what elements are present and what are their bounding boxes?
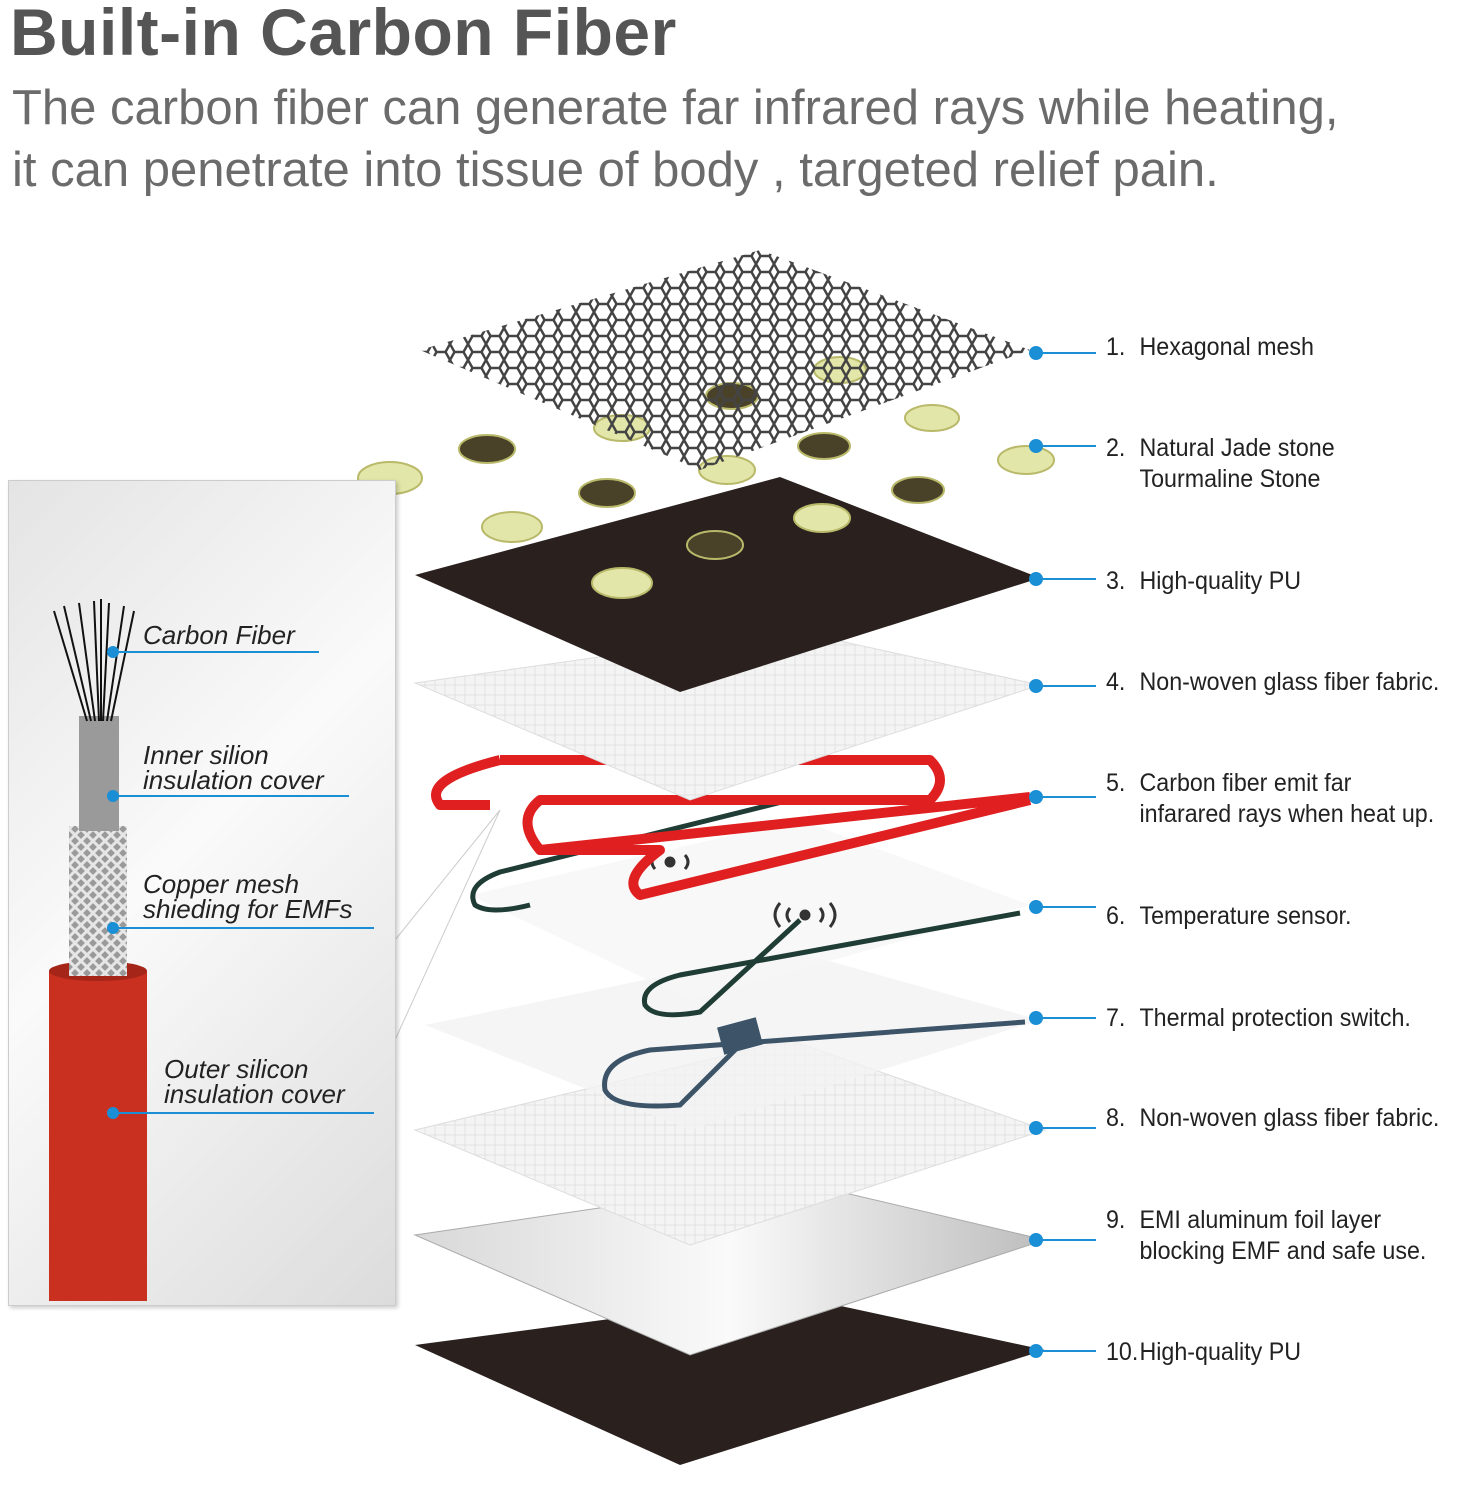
- inner-insulation: [79, 716, 119, 831]
- outer-silicon: [49, 971, 147, 1301]
- thermal-switch-icon: [717, 1017, 763, 1055]
- label-6: 6.Temperature sensor.: [1106, 902, 1352, 930]
- label-10: 10.High-quality PU: [1106, 1338, 1302, 1366]
- subtitle-line-2: it can penetrate into tissue of body , t…: [12, 143, 1219, 197]
- cable-inset: Carbon Fiber Inner silion insulation cov…: [8, 480, 396, 1306]
- label-7: 7.Thermal protection switch.: [1106, 1004, 1411, 1032]
- label-4: 4.Non-woven glass fiber fabric.: [1106, 668, 1440, 696]
- layer-6-sheet: [470, 820, 1030, 1000]
- wireless-icon: [773, 902, 837, 928]
- cable-label-copper-2: shieding for EMFs: [143, 894, 353, 924]
- label-3: 3.High-quality PU: [1106, 567, 1302, 595]
- cable-label-inner-2: insulation cover: [143, 765, 324, 795]
- carbon-fiber-heater-wire: [431, 755, 1032, 900]
- layer-3-pu: [415, 477, 1040, 692]
- copper-mesh: [69, 826, 127, 976]
- temperature-sensor-wire: [641, 910, 1021, 1018]
- subtitle-line-1: The carbon fiber can generate far infrar…: [12, 81, 1339, 135]
- callout-lines: [1029, 346, 1096, 1358]
- layer-10-pu: [415, 1295, 1045, 1465]
- cable-label-carbon-fiber: Carbon Fiber: [143, 620, 295, 650]
- cable-label-outer-2: insulation cover: [164, 1079, 345, 1109]
- cable-label-copper-1: Copper mesh: [143, 869, 300, 899]
- thermal-switch-wire: [602, 1019, 1026, 1109]
- page-title: Built-in Carbon Fiber: [10, 0, 677, 69]
- carbon-fibers: [53, 599, 135, 722]
- label-8: 8.Non-woven glass fiber fabric.: [1106, 1104, 1440, 1132]
- label-1: 1.Hexagonal mesh: [1106, 333, 1314, 361]
- layer-1-hexagonal-mesh: [420, 250, 1030, 470]
- cable-label-inner-1: Inner silion: [143, 740, 269, 770]
- cable-label-outer-1: Outer silicon: [164, 1054, 309, 1084]
- cable-illustration: [49, 599, 374, 1301]
- inset-pointer: [394, 809, 501, 1041]
- sensor-wire-2: [470, 797, 791, 913]
